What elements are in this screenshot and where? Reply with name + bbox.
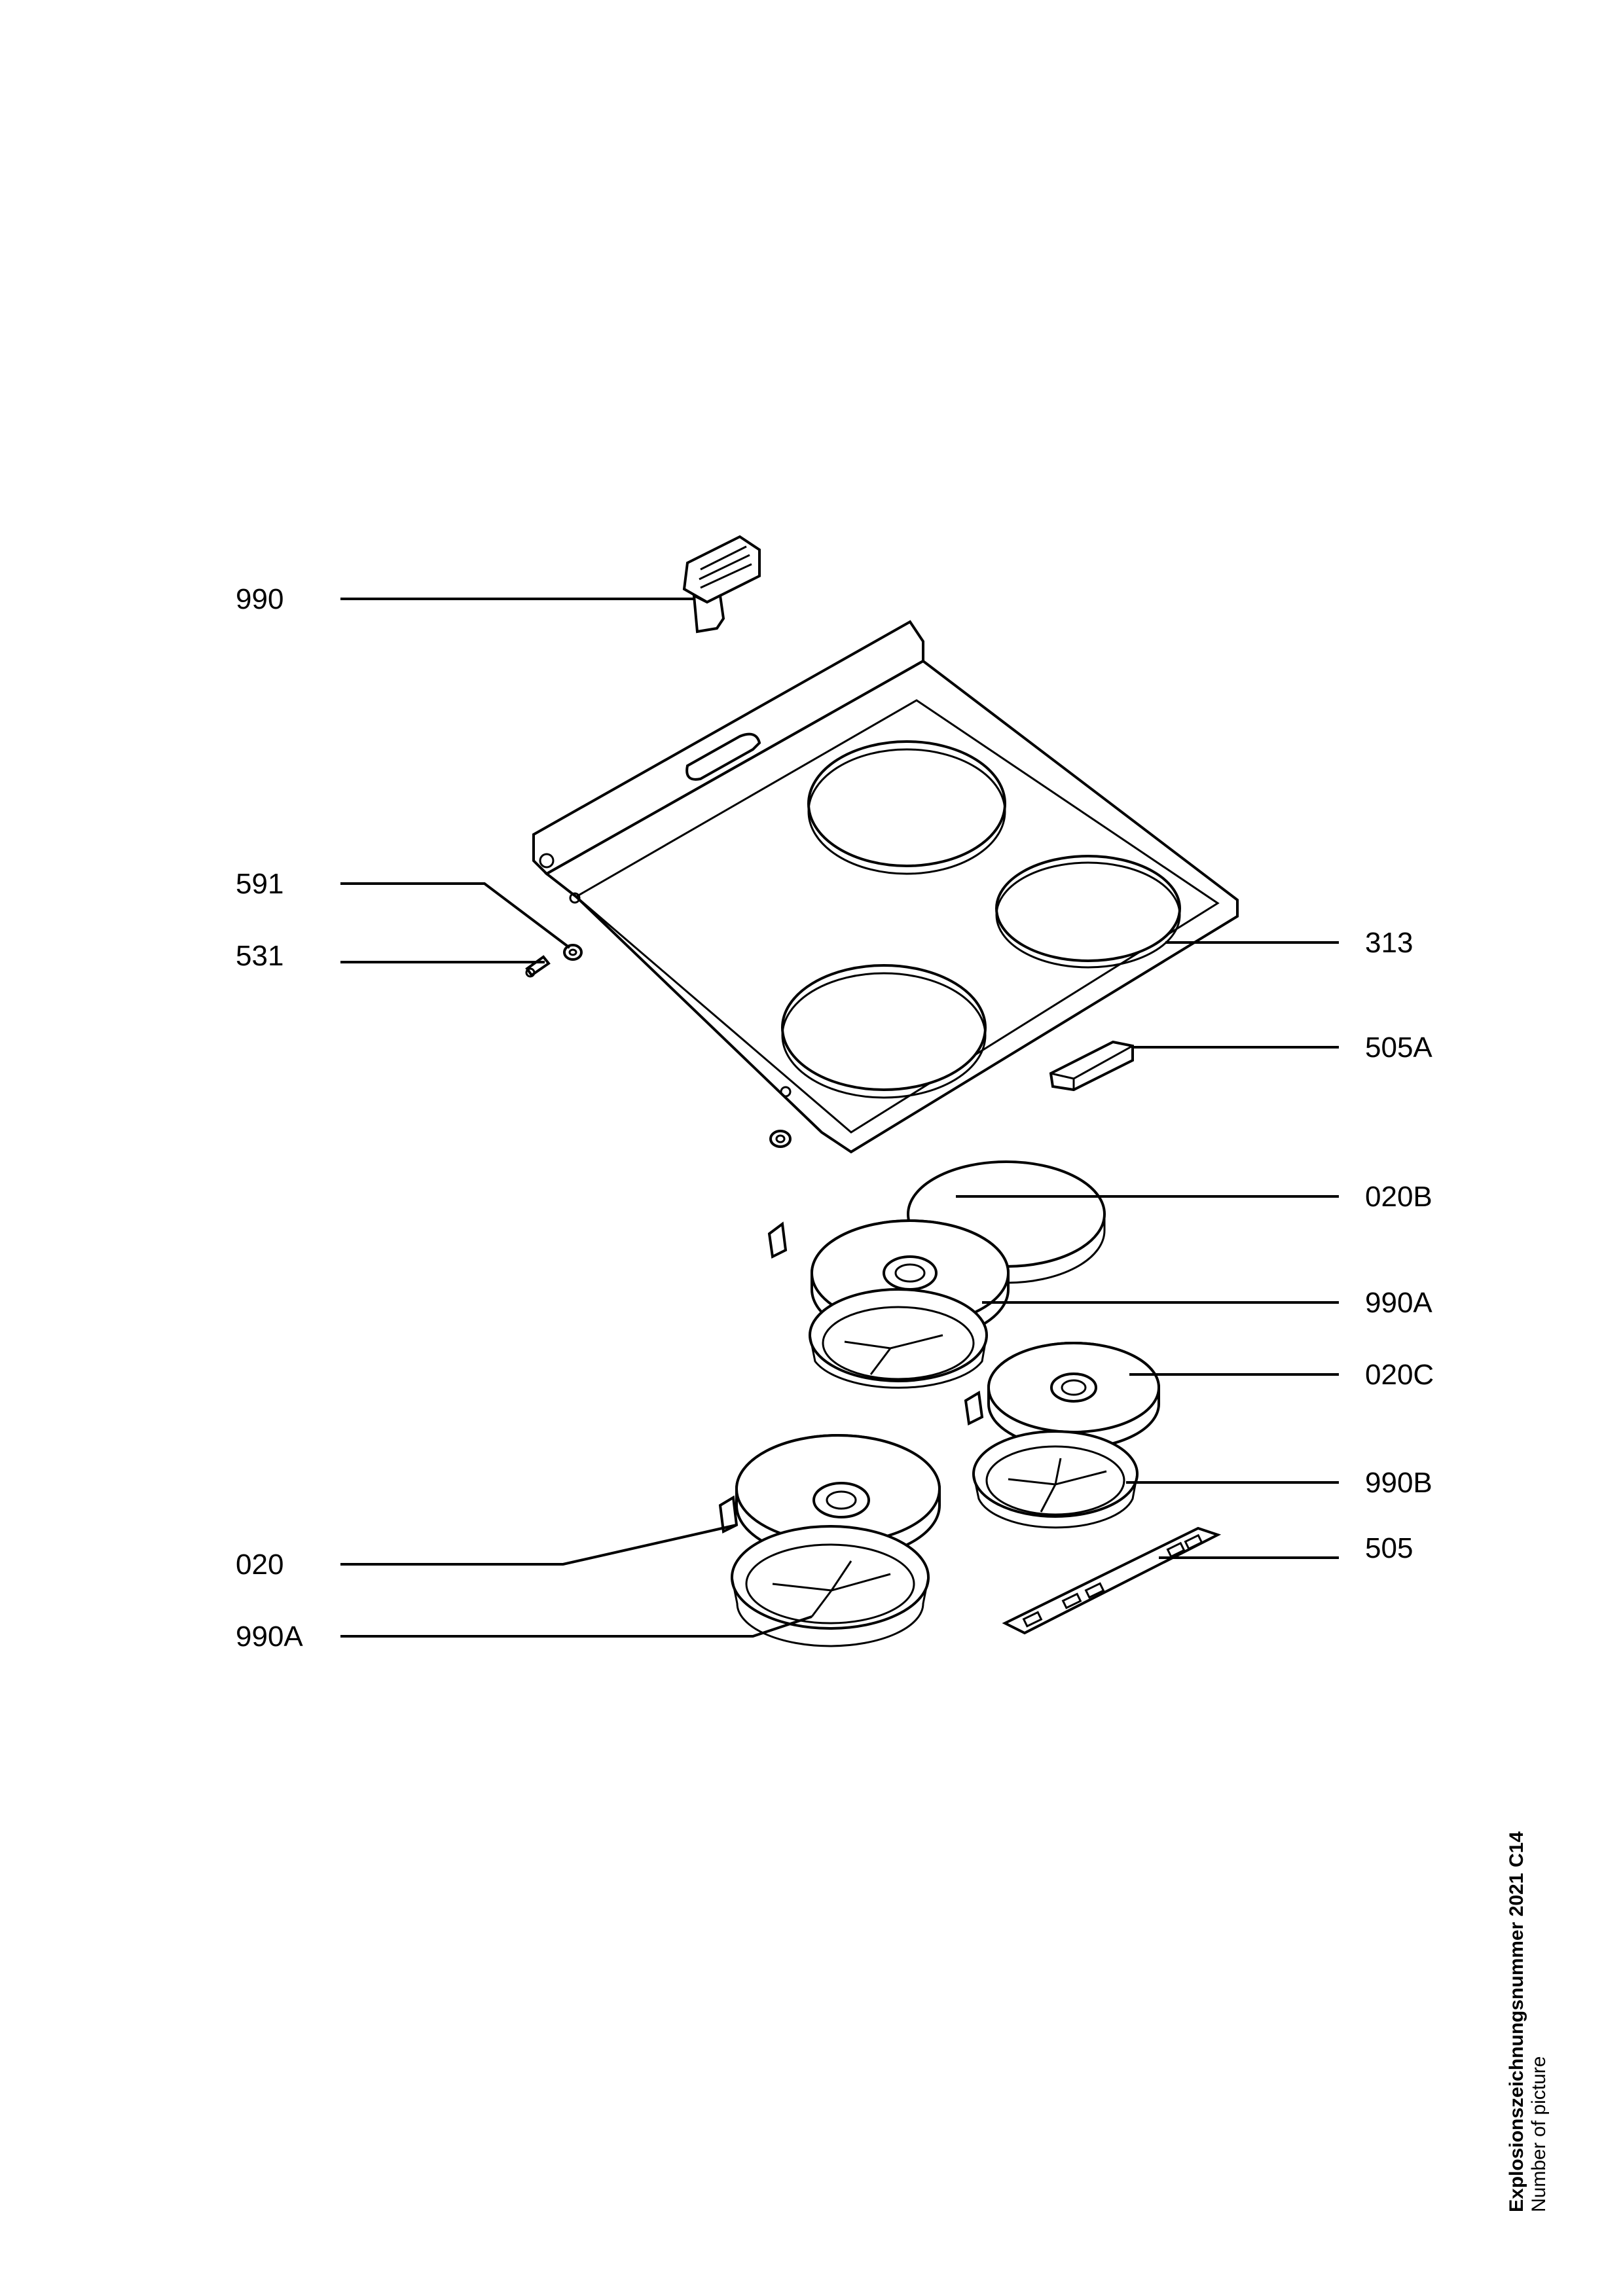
label-020b: 020B: [1365, 1181, 1432, 1213]
washer-part-591: [563, 944, 583, 961]
drawing-number-title: Explosionszeichnungsnummer 2021 C14: [1506, 1831, 1527, 2212]
hotplate-part-020b: [767, 1160, 1106, 1389]
hotplate-part-020: [718, 1434, 941, 1647]
label-591: 591: [236, 868, 283, 900]
hotplate-part-020c: [964, 1342, 1160, 1529]
hob-top-part-313: [532, 620, 1239, 1154]
label-313: 313: [1365, 927, 1413, 959]
label-990b: 990B: [1365, 1467, 1432, 1499]
label-990: 990: [236, 583, 283, 615]
screw-part-531: [525, 955, 551, 978]
drawing-number-subtitle: Number of picture: [1528, 2056, 1550, 2212]
label-531: 531: [236, 940, 283, 972]
leader-020: [340, 1524, 737, 1566]
label-020: 020: [236, 1549, 283, 1581]
label-505a: 505A: [1365, 1031, 1432, 1064]
label-020c: 020C: [1365, 1359, 1434, 1391]
panel-part-505: [1002, 1526, 1222, 1635]
knob-part-990: [682, 535, 761, 634]
trim-part-505a: [1049, 1040, 1134, 1092]
label-990a-right: 990A: [1365, 1287, 1432, 1319]
drawing-number-block: Explosionszeichnungsnummer 2021 C14 Numb…: [1506, 1831, 1550, 2212]
label-505: 505: [1365, 1532, 1413, 1564]
washer-lower: [769, 1130, 792, 1148]
leader-lines: [340, 598, 1339, 1638]
leader-990a-left: [340, 1615, 812, 1638]
label-990a-left: 990A: [236, 1621, 303, 1653]
leader-591: [340, 882, 571, 949]
